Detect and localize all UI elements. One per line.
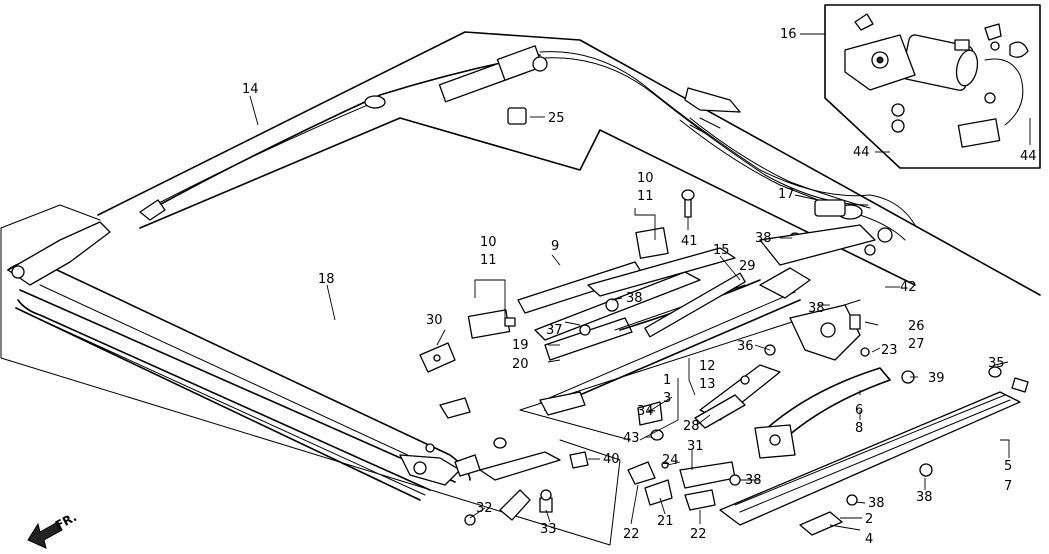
- callout-13: 13: [699, 377, 716, 392]
- callout-42: 42: [900, 280, 917, 295]
- callout-39: 39: [928, 371, 945, 386]
- callout-26: 26: [908, 319, 925, 334]
- callout-40: 40: [603, 452, 620, 467]
- callout-31: 31: [687, 439, 704, 454]
- callout-22-right: 22: [690, 527, 707, 542]
- callout-28: 28: [683, 419, 700, 434]
- callout-25: 25: [548, 111, 565, 126]
- fr-label: FR.: [53, 510, 79, 533]
- center-rail: [439, 224, 893, 419]
- callout-11-upper: 11: [637, 189, 654, 204]
- callout-36: 36: [737, 339, 754, 354]
- explode-outlines: [0, 31, 1041, 546]
- callout-44-left: 44: [853, 145, 870, 160]
- callout-22-left: 22: [623, 527, 640, 542]
- front-frame: [7, 221, 471, 501]
- callout-17: 17: [778, 187, 795, 202]
- callout-43: 43: [623, 431, 640, 446]
- callout-44-right: 44: [1020, 149, 1037, 164]
- callout-38-f: 38: [868, 496, 885, 511]
- drive-cables: [139, 45, 916, 241]
- callout-14: 14: [242, 82, 259, 97]
- callout-18: 18: [318, 272, 335, 287]
- callout-10-upper: 10: [637, 171, 654, 186]
- callout-7: 7: [1004, 479, 1012, 494]
- callout-11-lower: 11: [480, 253, 497, 268]
- callout-38-a: 38: [755, 231, 772, 246]
- callout-35: 35: [988, 356, 1005, 371]
- callout-38-c: 38: [808, 301, 825, 316]
- callout-23: 23: [881, 343, 898, 358]
- motor-unit-box: [824, 4, 1041, 169]
- callout-3: 3: [663, 391, 671, 406]
- callout-9: 9: [551, 239, 559, 254]
- callout-37: 37: [546, 323, 563, 338]
- small-parts-left: [419, 189, 863, 373]
- callout-4: 4: [865, 532, 873, 547]
- small-parts-bottom: [454, 401, 741, 526]
- side-rail: [719, 366, 1029, 536]
- callout-5: 5: [1004, 459, 1012, 474]
- callout-34: 34: [637, 404, 654, 419]
- leader-lines: [249, 33, 1031, 531]
- callout-30: 30: [426, 313, 443, 328]
- callout-29: 29: [739, 259, 756, 274]
- callout-15: 15: [713, 243, 730, 258]
- callout-38-e: 38: [916, 490, 933, 505]
- callout-41: 41: [681, 234, 698, 249]
- callout-32: 32: [476, 501, 493, 516]
- front-direction-arrow: FR.: [27, 510, 79, 549]
- callout-16: 16: [780, 27, 797, 42]
- callout-27: 27: [908, 337, 925, 352]
- right-linkage: [694, 304, 915, 459]
- callout-24: 24: [662, 453, 679, 468]
- callout-8: 8: [855, 421, 863, 436]
- callout-20: 20: [512, 357, 529, 372]
- callout-19: 19: [512, 338, 529, 353]
- callout-38-b: 38: [626, 291, 643, 306]
- callout-12: 12: [699, 359, 716, 374]
- callout-2: 2: [865, 512, 873, 527]
- callout-6: 6: [855, 403, 863, 418]
- callout-labels: 14 25 16 44 44 17 10 11 41 38 10 11 9 15…: [242, 27, 1037, 547]
- callout-1: 1: [663, 373, 671, 388]
- callout-21: 21: [657, 514, 674, 529]
- callout-38-d: 38: [745, 473, 762, 488]
- callout-10-lower: 10: [480, 235, 497, 250]
- callout-33: 33: [540, 522, 557, 537]
